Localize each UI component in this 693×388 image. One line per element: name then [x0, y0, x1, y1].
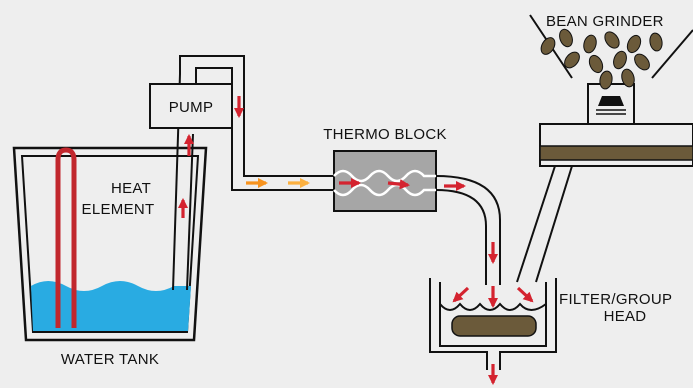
heat-element — [55, 147, 77, 328]
bean-grinder — [529, 14, 693, 125]
label-water-tank: WATER TANK — [61, 351, 159, 368]
label-filter-group: FILTER/GROUP — [559, 291, 672, 308]
grounds-tray — [539, 123, 693, 167]
label-thermo-block: THERMO BLOCK — [323, 126, 447, 143]
arrow-head-left — [452, 286, 470, 303]
arrow-head-right — [516, 286, 534, 303]
grounds-chute — [516, 165, 573, 283]
thermo-block — [333, 150, 437, 212]
label-bean-grinder: BEAN GRINDER — [546, 13, 664, 30]
water-tank — [12, 146, 208, 342]
label-pump: PUMP — [169, 99, 214, 116]
filter-group-head — [429, 278, 557, 370]
water — [31, 281, 191, 331]
pump — [149, 83, 233, 129]
flow-arrows — [177, 96, 534, 386]
arrow-thermo-2 — [387, 179, 411, 190]
label-head: HEAD — [604, 308, 647, 325]
coffee-beans — [540, 28, 663, 90]
label-element: ELEMENT — [82, 201, 155, 218]
label-heat: HEAT — [111, 180, 151, 197]
outlet-pipe — [435, 175, 501, 285]
